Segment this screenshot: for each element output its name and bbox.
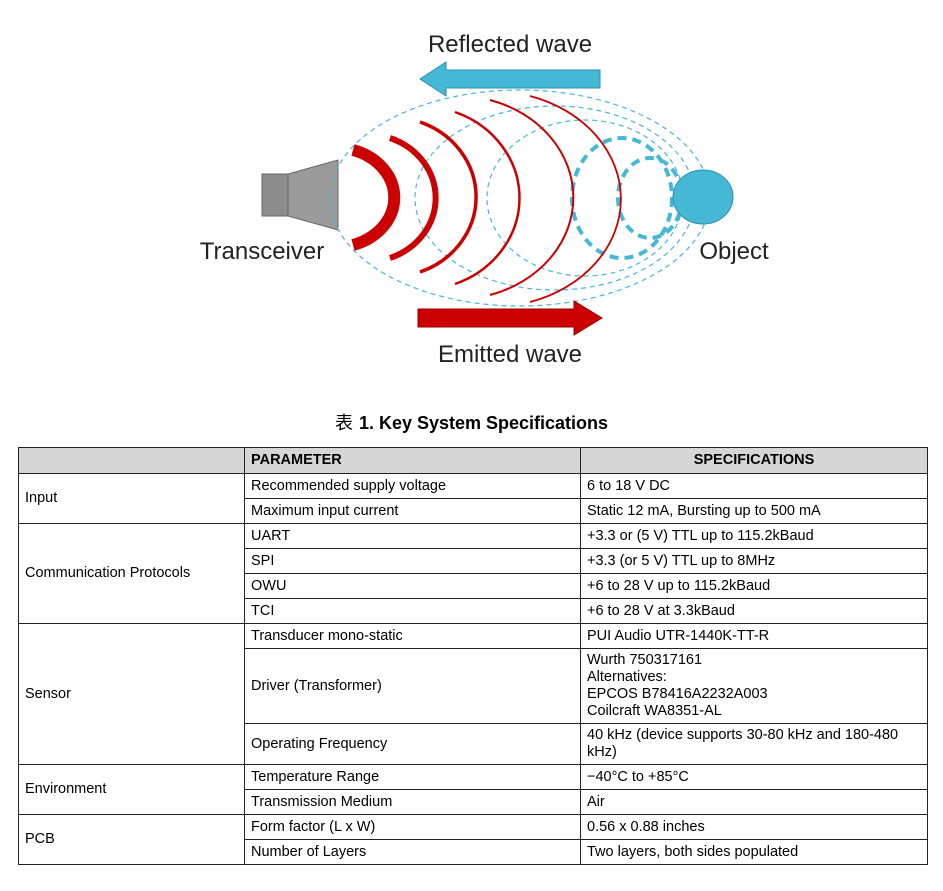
specification-line: 6 to 18 V DC <box>587 477 671 494</box>
emitted-wave-arrow <box>417 300 603 336</box>
specification-line: +3.3 or (5 V) TTL up to 115.2kBaud <box>587 527 814 544</box>
parameter-cell: Form factor (L x W) <box>244 814 581 840</box>
specification-line: Alternatives: <box>587 669 667 685</box>
transceiver-speaker-icon <box>261 159 339 231</box>
group-cell: Communication Protocols <box>18 523 245 624</box>
header-group <box>18 447 245 474</box>
table-row: SPI +3.3 (or 5 V) TTL up to 8MHz <box>19 548 928 574</box>
parameter-cell: Maximum input current <box>244 498 581 524</box>
table-row: Number of Layers Two layers, both sides p… <box>19 839 928 865</box>
table-row: Maximum input current Static 12 mA, Burst… <box>19 498 928 524</box>
specification-cell: +6 to 28 V at 3.3kBaud <box>580 598 928 624</box>
specification-cell: 40 kHz (device supports 30-80 kHz and 18… <box>580 723 928 765</box>
group-cell: Input <box>18 473 245 524</box>
specification-line: −40°C to +85°C <box>587 768 689 785</box>
specification-line: 0.56 x 0.88 inches <box>587 818 705 835</box>
specification-cell: +3.3 or (5 V) TTL up to 115.2kBaud <box>580 523 928 549</box>
group-cell: PCB <box>18 814 245 865</box>
transceiver-label: Transceiver <box>200 238 324 265</box>
specification-line: Static 12 mA, Bursting up to 500 mA <box>587 502 821 519</box>
table-caption-text: 1. Key System Specifications <box>358 413 609 433</box>
table-caption-prefix: 表 <box>334 413 353 434</box>
specification-line: 40 kHz (device supports 30-80 kHz and 18… <box>587 727 899 760</box>
parameter-cell: UART <box>244 523 581 549</box>
object-sphere-icon <box>672 169 734 225</box>
parameter-cell: Driver (Transformer) <box>244 648 581 724</box>
table-header-row: PARAMETER SPECIFICATIONS <box>18 447 928 474</box>
emitted-wave-label: Emitted wave <box>438 341 582 368</box>
parameter-cell: Number of Layers <box>244 839 581 865</box>
table-row: OWU +6 to 28 V up to 115.2kBaud <box>19 573 928 599</box>
reflected-wave-arrow <box>419 61 601 97</box>
specification-cell: +3.3 (or 5 V) TTL up to 8MHz <box>580 548 928 574</box>
parameter-cell: Temperature Range <box>244 764 581 790</box>
table-row: Transmission Medium Air <box>19 789 928 815</box>
specification-cell: −40°C to +85°C <box>580 764 928 790</box>
reflected-wave-label: Reflected wave <box>428 31 592 58</box>
object-label: Object <box>699 238 769 265</box>
header-specifications: SPECIFICATIONS <box>580 447 928 474</box>
specification-cell: +6 to 28 V up to 115.2kBaud <box>580 573 928 599</box>
specification-line: +6 to 28 V up to 115.2kBaud <box>587 577 771 594</box>
parameter-cell: Transducer mono-static <box>244 623 581 649</box>
parameter-cell: Recommended supply voltage <box>244 473 581 499</box>
specification-line: +3.3 (or 5 V) TTL up to 8MHz <box>587 552 776 569</box>
specification-cell: Static 12 mA, Bursting up to 500 mA <box>580 498 928 524</box>
parameter-cell: Transmission Medium <box>244 789 581 815</box>
specification-cell: 6 to 18 V DC <box>580 473 928 499</box>
ultrasonic-diagram: Reflected wave Transceiver Object Emitte… <box>200 31 769 368</box>
specification-line: Air <box>587 793 605 810</box>
parameter-cell: SPI <box>244 548 581 574</box>
specification-cell: Air <box>580 789 928 815</box>
specification-line: Wurth 750317161 <box>587 652 703 668</box>
parameter-cell: Operating Frequency <box>244 723 581 765</box>
specification-cell: 0.56 x 0.88 inches <box>580 814 928 840</box>
group-cell: Environment <box>18 764 245 815</box>
specification-line: Two layers, both sides populated <box>587 843 799 860</box>
group-cell: Sensor <box>18 623 245 765</box>
specification-line: Coilcraft WA8351-AL <box>587 703 722 719</box>
specification-line: EPCOS B78416A2232A003 <box>587 686 768 702</box>
parameter-cell: OWU <box>244 573 581 599</box>
specification-cell: Two layers, both sides populated <box>580 839 928 865</box>
parameter-cell: TCI <box>244 598 581 624</box>
specification-cell: PUI Audio UTR-1440K-TT-R <box>580 623 928 649</box>
header-parameter: PARAMETER <box>244 447 581 474</box>
emitted-wave-arcs <box>351 95 622 303</box>
specification-line: PUI Audio UTR-1440K-TT-R <box>587 627 770 644</box>
specification-line: +6 to 28 V at 3.3kBaud <box>587 602 735 619</box>
